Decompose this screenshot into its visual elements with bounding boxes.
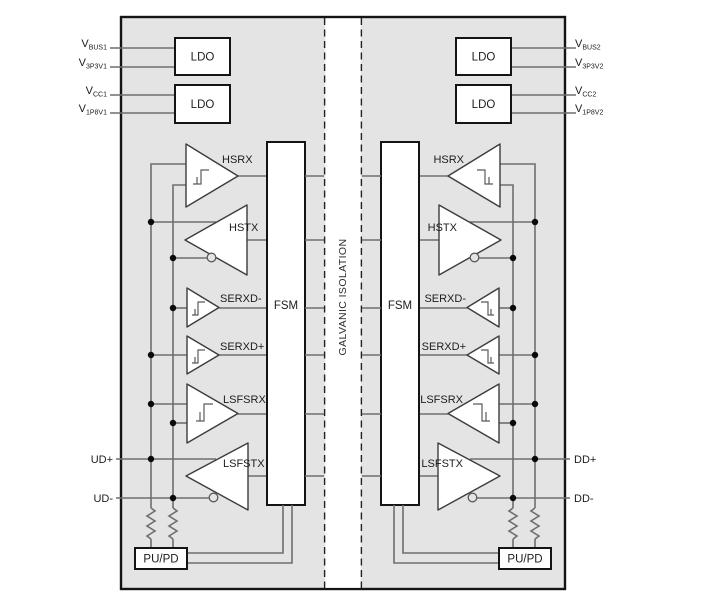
right-fsm-box <box>380 141 420 506</box>
left-lsfsrx-label: LSFSRX <box>223 394 266 406</box>
right-pupd-label: PU/PD <box>507 554 542 566</box>
right-hstx-inverting-bubble <box>469 252 480 263</box>
isolation-strip <box>325 18 361 588</box>
right-lsfsrx-label: LSFSRX <box>420 394 463 406</box>
right-pupd-fsm-wire1 <box>402 505 499 554</box>
right-serxdp-label: SERXD+ <box>422 341 466 353</box>
right-hsrx-label: HSRX <box>433 154 464 166</box>
right-serxdp-buffer <box>419 335 535 375</box>
right-lsfsrx-buffer <box>419 383 535 444</box>
left-dminus-bus-line <box>167 184 186 548</box>
left-pupd-fsm-wire2 <box>187 505 293 564</box>
right-pupd-box <box>498 547 552 570</box>
pin-label-udminus: UD- <box>93 493 113 505</box>
right-ldo2-box <box>455 84 512 124</box>
left-hstx-buffer <box>151 204 267 276</box>
left-fsm-label: FSM <box>274 300 298 312</box>
right-junction-dots <box>509 218 539 502</box>
left-supply-pin-wires <box>110 47 175 114</box>
right-isolation-crossing-wires <box>362 175 381 477</box>
left-lsfstx-label: LSFSTX <box>223 458 265 470</box>
left-serxdp-buffer <box>151 335 267 375</box>
right-pupd-fsm-wire2 <box>393 505 499 564</box>
right-hstx-buffer <box>419 204 535 276</box>
right-hstx-label: HSTX <box>428 222 458 234</box>
right-ldo1-label: LDO <box>472 52 496 64</box>
pin-label-vbus2: VBUS2 <box>575 38 601 52</box>
pin-label-ddplus: DD+ <box>574 454 596 466</box>
right-side-circuits <box>362 37 576 570</box>
right-lsfstx-buffer <box>419 442 501 511</box>
right-dminus-bus-line <box>500 184 519 548</box>
left-dplus-bus-line <box>145 163 186 548</box>
left-pupd-label: PU/PD <box>143 554 178 566</box>
left-ldo1-box <box>174 37 231 76</box>
right-fsm-label: FSM <box>388 300 412 312</box>
right-ldo1-box <box>455 37 512 76</box>
galvanic-isolation-label: GALVANIC ISOLATION <box>337 239 349 356</box>
udminus-pullup-resistor <box>167 507 179 540</box>
left-ldo1-label: LDO <box>191 52 215 64</box>
left-serxdm-buffer <box>173 287 267 328</box>
pin-label-v1p8v2: V1P8V2 <box>575 103 603 117</box>
left-hstx-inverting-bubble <box>206 252 217 263</box>
left-side-circuits <box>110 37 324 570</box>
right-serxdm-buffer <box>419 287 513 328</box>
pin-label-v3p3v2: V3P3V2 <box>575 57 603 71</box>
right-hsrx-buffer <box>419 143 501 208</box>
pin-label-vcc2: VCC2 <box>575 85 596 99</box>
left-ldo2-box <box>174 84 231 124</box>
right-serxdm-label: SERXD- <box>424 293 466 305</box>
pin-label-v3p3v1: V3P3V1 <box>79 57 107 71</box>
pin-label-udplus: UD+ <box>91 454 113 466</box>
pin-label-vcc1: VCC1 <box>86 85 107 99</box>
ddminus-pullup-resistor <box>507 507 519 540</box>
left-lsfstx-inverting-bubble <box>208 492 219 503</box>
udplus-pullup-resistor <box>145 507 157 540</box>
left-lsfstx-buffer <box>185 442 267 511</box>
right-ldo2-label: LDO <box>472 99 496 111</box>
ddplus-pullup-resistor <box>529 507 541 540</box>
left-hsrx-buffer <box>185 143 267 208</box>
pin-label-v1p8v1: V1P8V1 <box>79 103 107 117</box>
left-pupd-box <box>134 547 188 570</box>
left-hstx-label: HSTX <box>229 222 259 234</box>
pin-label-vbus1: VBUS1 <box>81 38 107 52</box>
left-pupd-fsm-wire1 <box>187 505 284 554</box>
right-supply-pin-wires <box>511 47 576 114</box>
right-lsfstx-label: LSFSTX <box>421 458 463 470</box>
right-dplus-bus-line <box>500 163 541 548</box>
left-isolation-crossing-wires <box>305 175 324 477</box>
left-ldo2-label: LDO <box>191 99 215 111</box>
left-junction-dots <box>147 218 177 502</box>
right-lsfstx-inverting-bubble <box>467 492 478 503</box>
left-fsm-box <box>266 141 306 506</box>
left-hsrx-label: HSRX <box>222 154 253 166</box>
left-serxdm-label: SERXD- <box>220 293 262 305</box>
pin-label-ddminus: DD- <box>574 493 594 505</box>
left-serxdp-label: SERXD+ <box>220 341 264 353</box>
